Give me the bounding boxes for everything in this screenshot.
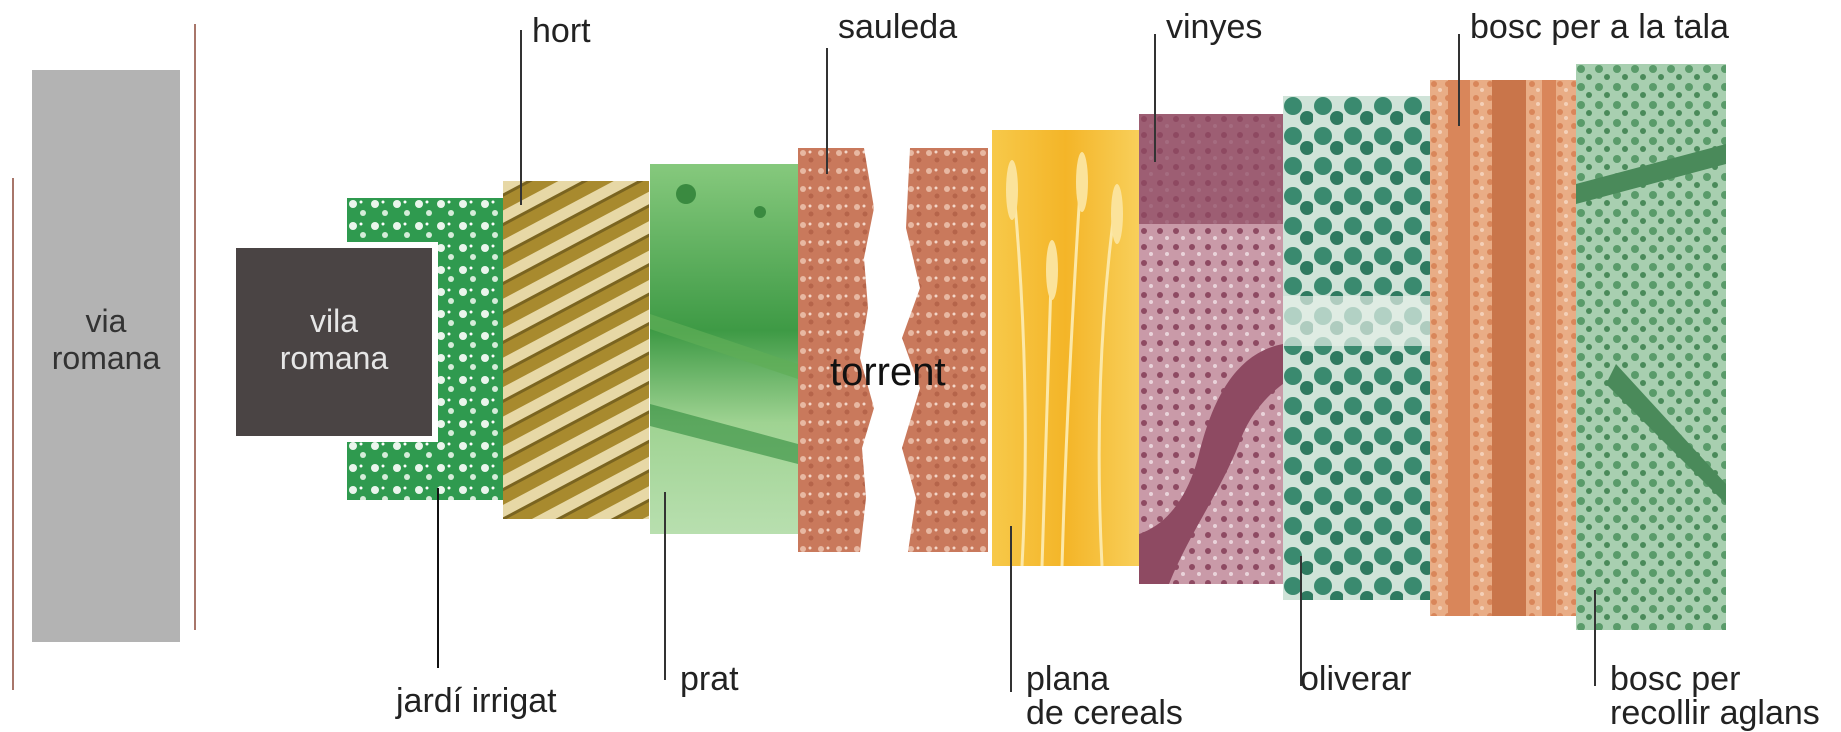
plana-leader xyxy=(1010,526,1012,692)
plana-label-line2: de cereals xyxy=(1026,694,1183,732)
vinyes-leader xyxy=(1154,34,1156,162)
oliverar-label: oliverar xyxy=(1300,660,1411,698)
hort-panel xyxy=(503,181,649,519)
vila-romana-label: vila romana xyxy=(236,300,432,380)
vinyes-label: vinyes xyxy=(1166,8,1262,46)
boundary-line-left xyxy=(12,178,14,690)
bosc-tala-leader xyxy=(1458,34,1460,126)
bosc-aglans-label-line2: recollir aglans xyxy=(1610,694,1820,732)
sauleda-label: sauleda xyxy=(838,8,957,46)
jardi-leader xyxy=(437,488,439,668)
torrent-label: torrent xyxy=(830,350,946,395)
sauleda-leader xyxy=(826,48,828,174)
plana-label-line1: plana xyxy=(1026,660,1109,698)
prat-leader xyxy=(664,492,666,680)
cereals-panel xyxy=(992,130,1139,566)
via-romana-label: via romana xyxy=(32,300,180,380)
jardi-label: jardí irrigat xyxy=(396,682,557,720)
bosc-aglans-label-line1: bosc per xyxy=(1610,660,1740,698)
hort-leader xyxy=(520,30,522,205)
bosc-tala-label: bosc per a la tala xyxy=(1470,8,1729,46)
prat-panel xyxy=(650,164,798,534)
bosc-tala-panel xyxy=(1430,80,1576,616)
vinyes-panel xyxy=(1139,114,1283,584)
oliverar-panel xyxy=(1283,96,1430,600)
bosc-aglans-leader xyxy=(1594,590,1596,686)
bosc-aglans-panel xyxy=(1576,64,1726,630)
boundary-line-right xyxy=(194,24,196,630)
hort-label: hort xyxy=(532,12,591,50)
prat-label: prat xyxy=(680,660,739,698)
